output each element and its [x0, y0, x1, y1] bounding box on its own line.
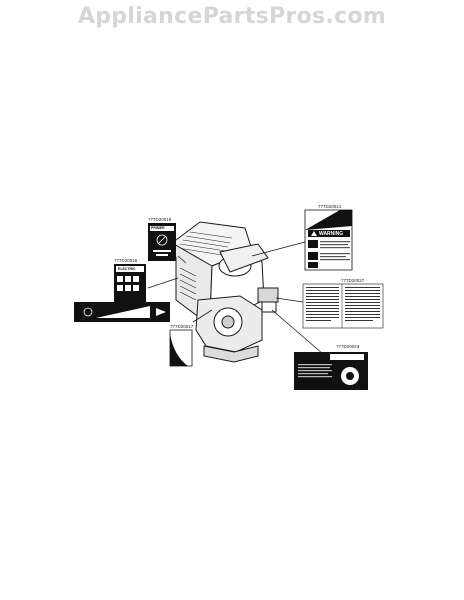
part-number-throttle: 777D20017: [170, 324, 194, 329]
part-number-primer: 777D20019: [148, 217, 172, 222]
throttle-decal: [169, 329, 193, 367]
primer-decal: [148, 223, 176, 261]
choke-decal: [74, 264, 170, 322]
part-number-instructions: 777D20027: [341, 278, 365, 283]
part-number-oil: 777D20023: [336, 344, 360, 349]
primer-label-text: PRIMER: [151, 226, 165, 230]
oil-decal: [294, 352, 368, 390]
part-number-choke: 777D20016: [114, 258, 138, 263]
part-number-warning: 777D20014: [318, 204, 342, 209]
warning-label-text: WARNING: [319, 230, 344, 237]
leader-lines: [147, 241, 331, 361]
warning-decal: [304, 209, 353, 271]
watermark: AppliancePartsPros.com: [77, 4, 387, 29]
choke-label-text: ELECTRIC: [118, 266, 136, 271]
instructions-decal: [302, 283, 384, 329]
